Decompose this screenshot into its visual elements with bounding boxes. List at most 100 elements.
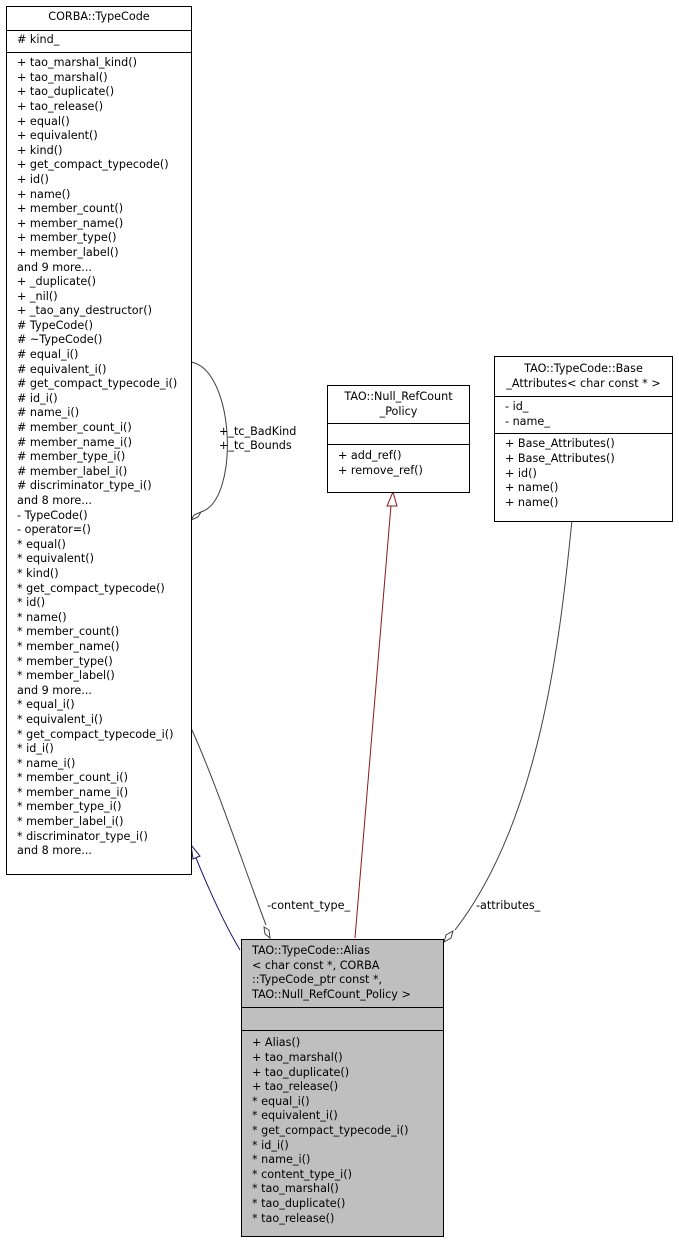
- method-item: * get_compact_typecode(): [17, 581, 165, 595]
- method-item: + tao_marshal(): [252, 1050, 343, 1064]
- method-item: + member_label(): [17, 245, 119, 259]
- method-item: + kind(): [17, 143, 63, 157]
- inheritance-edge: [195, 857, 241, 951]
- method-item: + id(): [17, 172, 49, 186]
- class-attributes: # kind_: [7, 29, 191, 53]
- method-item: * kind(): [17, 566, 59, 580]
- method-item: + tao_release(): [252, 1080, 339, 1094]
- method-item: * member_type_i(): [17, 800, 122, 814]
- method-item: * name_i(): [252, 1153, 311, 1167]
- method-item: and 8 more...: [17, 494, 92, 507]
- class-box-alias[interactable]: TAO::TypeCode::Alias < char const *, COR…: [241, 939, 444, 1237]
- class-box-typecode[interactable]: CORBA::TypeCode # kind_ + tao_marshal_ki…: [6, 6, 192, 875]
- method-item: * id_i(): [17, 742, 54, 756]
- method-item: # equal_i(): [17, 348, 79, 362]
- method-item: + member_type(): [17, 231, 117, 245]
- method-item: # member_name_i(): [17, 435, 132, 449]
- class-title: TAO::Null_RefCount _Policy: [328, 386, 469, 423]
- method-item: # name_i(): [17, 406, 80, 420]
- self-loop-label-2: +_tc_Bounds: [219, 439, 292, 452]
- method-item: * member_type(): [17, 654, 113, 668]
- method-item: + tao_duplicate(): [17, 85, 115, 99]
- method-item: * get_compact_typecode_i(): [252, 1123, 409, 1137]
- method-item: * equivalent_i(): [252, 1109, 338, 1123]
- template-edge: [354, 504, 392, 939]
- method-item: * equal_i(): [252, 1094, 310, 1108]
- class-title-line: TAO::TypeCode::Base: [524, 362, 643, 375]
- method-item: + equal(): [17, 114, 70, 128]
- content-type-label: -content_type_: [267, 899, 351, 912]
- class-box-base-attributes[interactable]: TAO::TypeCode::Base _Attributes< char co…: [494, 356, 673, 522]
- method-item: * member_count_i(): [17, 771, 129, 785]
- method-item: - operator=(): [17, 523, 91, 537]
- method-item: * content_type_i(): [252, 1167, 352, 1181]
- method-item: # id_i(): [17, 391, 58, 405]
- method-item: + member_name(): [17, 216, 124, 230]
- method-item: + _nil(): [17, 289, 58, 303]
- method-item: * equal_i(): [17, 698, 75, 712]
- method-item: * member_label(): [17, 669, 115, 683]
- method-item: * get_compact_typecode_i(): [17, 727, 174, 741]
- class-title-line: CORBA::TypeCode: [48, 10, 150, 23]
- method-item: + tao_marshal_kind(): [17, 56, 137, 70]
- method-item: * equivalent_i(): [17, 712, 103, 726]
- attributes-edge: [454, 519, 573, 931]
- class-box-null-refcount-policy[interactable]: TAO::Null_RefCount _Policy + add_ref() +…: [327, 385, 470, 493]
- method-item: + id(): [505, 466, 537, 480]
- method-item: + tao_release(): [17, 99, 104, 113]
- template-arrowhead: [386, 490, 398, 507]
- class-title-line: TAO::Null_RefCount: [344, 390, 453, 403]
- method-item: # member_type_i(): [17, 450, 126, 464]
- class-title: TAO::TypeCode::Alias < char const *, COR…: [242, 940, 443, 1007]
- method-item: + add_ref(): [338, 449, 402, 463]
- method-item: + name(): [17, 187, 71, 201]
- method-item: * tao_release(): [252, 1211, 335, 1225]
- method-item: # equivalent_i(): [17, 362, 107, 376]
- method-item: - TypeCode(): [17, 508, 88, 522]
- class-title: TAO::TypeCode::Base _Attributes< char co…: [495, 357, 672, 396]
- class-title-line: TAO::Null_RefCount_Policy >: [252, 987, 411, 1001]
- method-item: + Alias(): [252, 1036, 301, 1050]
- method-item: + Base_Attributes(): [505, 451, 615, 465]
- attribute-item: # kind_: [17, 32, 60, 46]
- content-type-edge: [190, 727, 267, 926]
- method-item: + tao_duplicate(): [252, 1065, 350, 1079]
- method-item: + _duplicate(): [17, 275, 97, 289]
- method-item: + _tao_any_destructor(): [17, 304, 152, 318]
- method-item: # TypeCode(): [17, 318, 93, 332]
- method-item: * member_name(): [17, 639, 120, 653]
- class-attributes: [242, 1007, 443, 1030]
- method-item: * member_count(): [17, 625, 120, 639]
- attributes-label: -attributes_: [476, 899, 541, 912]
- method-item: + remove_ref(): [338, 463, 423, 477]
- method-item: and 9 more...: [17, 683, 92, 697]
- class-title: CORBA::TypeCode: [7, 7, 191, 30]
- method-item: * id(): [17, 596, 46, 610]
- method-item: * member_name_i(): [17, 785, 129, 799]
- class-title-line: _Policy: [379, 404, 418, 418]
- method-item: + name(): [505, 495, 559, 509]
- method-item: # member_label_i(): [17, 464, 128, 478]
- attributes-diamond: [443, 929, 454, 944]
- class-methods: + Base_Attributes() + Base_Attributes() …: [495, 433, 672, 512]
- attribute-item: - id_: [505, 400, 529, 414]
- method-item: * name_i(): [17, 756, 76, 770]
- self-association-edge: [190, 361, 228, 513]
- method-item: + get_compact_typecode(): [17, 158, 169, 172]
- class-methods: + Alias() + tao_marshal() + tao_duplicat…: [242, 1030, 443, 1228]
- method-item: * name(): [17, 610, 67, 624]
- method-item: # get_compact_typecode_i(): [17, 377, 178, 391]
- method-item: and 9 more...: [17, 260, 92, 274]
- self-loop-label-1: +_tc_BadKind: [219, 425, 297, 438]
- method-item: + equivalent(): [17, 129, 98, 143]
- class-title-line: < char const *, CORBA: [252, 958, 380, 972]
- method-item: * equal(): [17, 537, 66, 551]
- method-item: # member_count_i(): [17, 421, 132, 435]
- method-item: * tao_marshal(): [252, 1182, 339, 1196]
- method-item: and 8 more...: [17, 844, 92, 858]
- class-title-line: TAO::TypeCode::Alias: [252, 944, 370, 957]
- method-item: + Base_Attributes(): [505, 437, 615, 451]
- method-item: + member_count(): [17, 202, 124, 216]
- method-item: # ~TypeCode(): [17, 333, 103, 347]
